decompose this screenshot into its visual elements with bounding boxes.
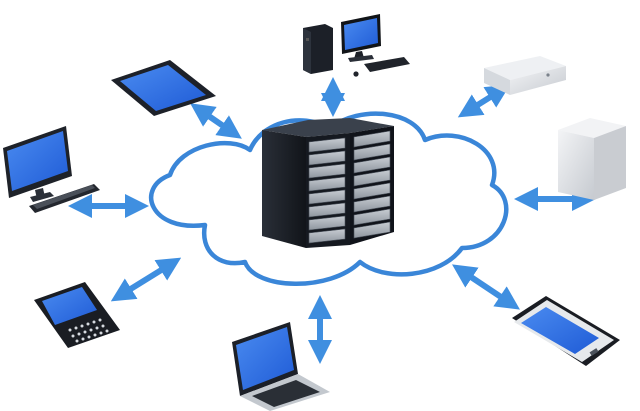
laptop-icon <box>232 322 330 411</box>
server-rack-icon <box>262 118 394 248</box>
network-appliance-icon <box>484 56 566 95</box>
arrow-phone-right <box>452 264 520 310</box>
arrow-tablet <box>190 103 242 139</box>
touch-phone-icon <box>512 296 620 366</box>
connection-arrows <box>68 77 596 364</box>
qwerty-phone-icon <box>34 282 120 348</box>
tower-server-icon <box>558 118 626 200</box>
arrow-appliance <box>457 84 511 118</box>
arrow-phone-left <box>110 257 182 302</box>
monitor-keyboard-icon <box>3 126 100 213</box>
tablet-icon <box>111 60 216 116</box>
desktop-computer-icon <box>303 14 410 77</box>
